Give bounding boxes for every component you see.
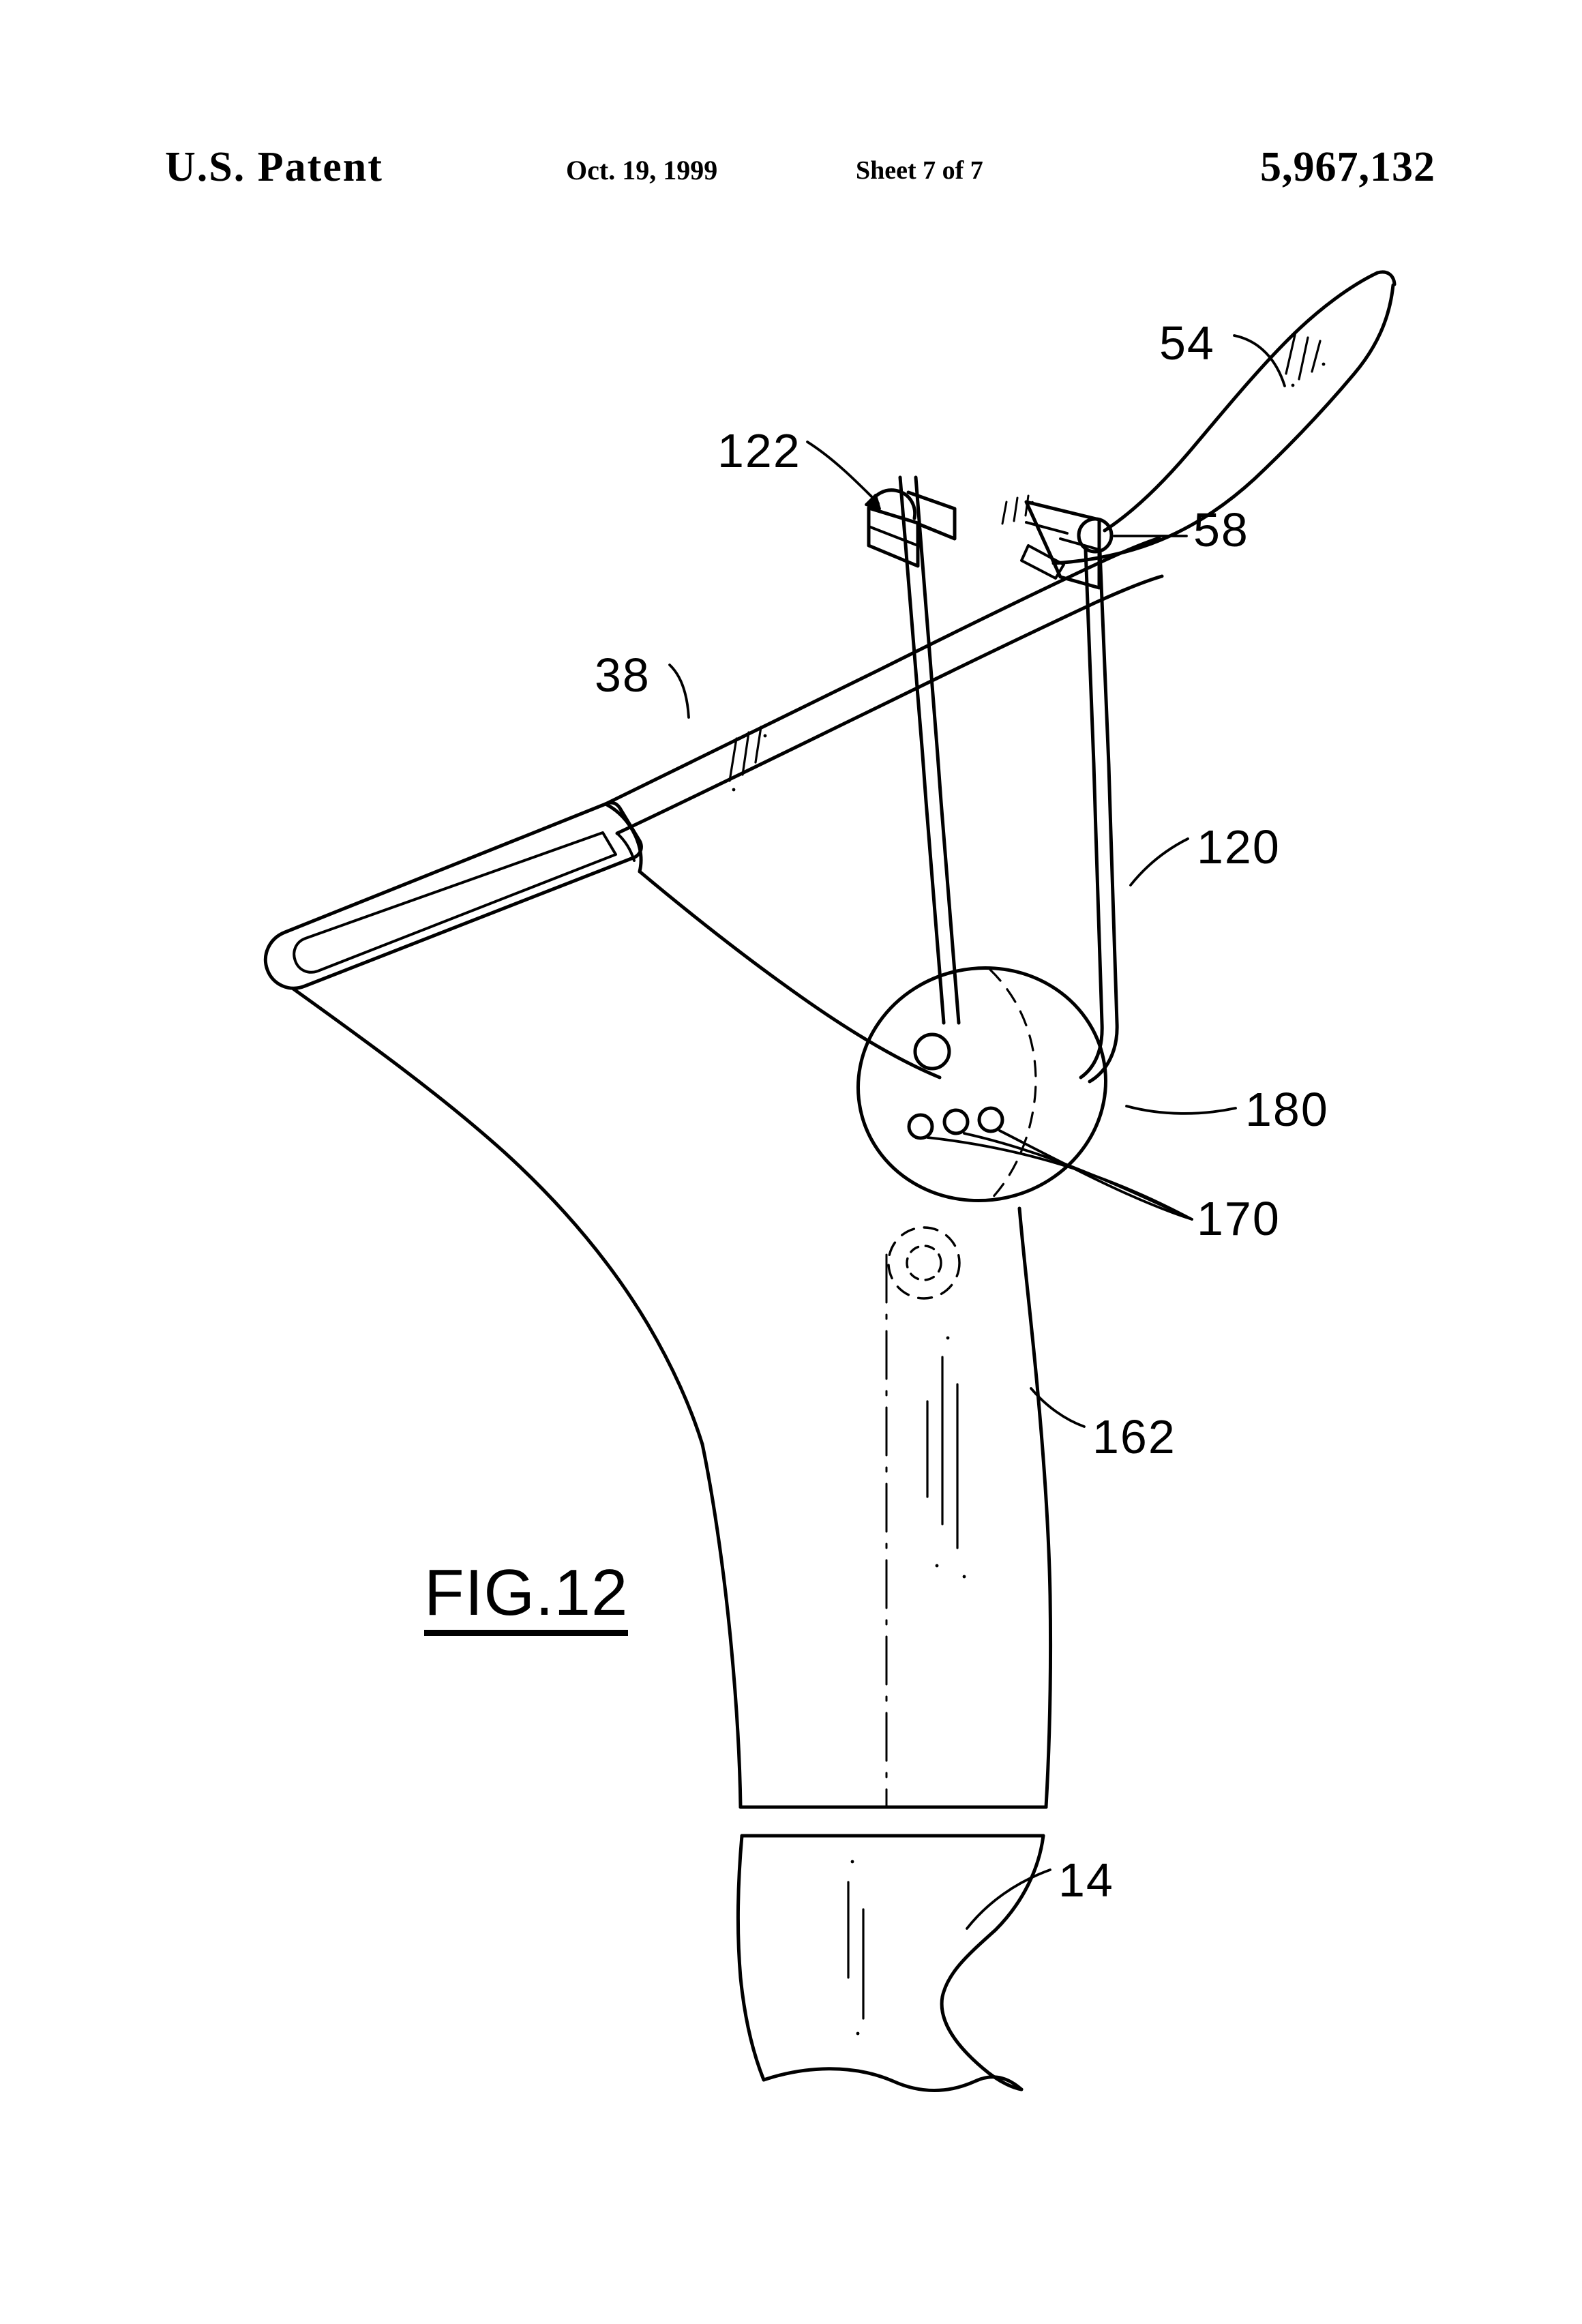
- patent-office-title: U.S. Patent: [165, 144, 383, 190]
- lower-leg-162: [700, 1206, 1053, 1838]
- ref-label-58: 58: [1193, 503, 1249, 556]
- figure-caption: FIG.12: [424, 1560, 629, 1636]
- patent-number: 5,967,132: [1260, 144, 1435, 190]
- rotary-hub-180: [856, 966, 1107, 1203]
- rear-tension-strut-120: [1079, 548, 1119, 1084]
- ref-label-180: 180: [1245, 1083, 1329, 1136]
- inner-tension-strut: [898, 475, 961, 1025]
- handle-grip: [263, 801, 643, 990]
- adjustment-holes-170: [907, 1106, 1004, 1140]
- patent-sheet-number: Sheet 7 of 7: [856, 156, 983, 185]
- leg-upper-body: [291, 869, 942, 1446]
- hoof-14: [736, 1834, 1045, 2092]
- ref-label-162: 162: [1092, 1410, 1176, 1463]
- leader-lines: [668, 334, 1286, 1930]
- inclined-arm-38: [603, 536, 1164, 835]
- hidden-pivot-joint: [887, 1226, 961, 1300]
- patent-issue-date: Oct. 19, 1999: [566, 155, 718, 185]
- ref-label-120: 120: [1197, 820, 1281, 874]
- ref-label-170: 170: [1197, 1192, 1281, 1245]
- ref-label-38: 38: [595, 649, 651, 702]
- ref-label-122: 122: [717, 424, 801, 477]
- ref-label-54: 54: [1159, 316, 1215, 370]
- upper-bracket-assembly: [867, 488, 1114, 590]
- patent-header: U.S. Patent Oct. 19, 1999 Sheet 7 of 7 5…: [0, 143, 1582, 205]
- ref-label-14: 14: [1058, 1853, 1114, 1907]
